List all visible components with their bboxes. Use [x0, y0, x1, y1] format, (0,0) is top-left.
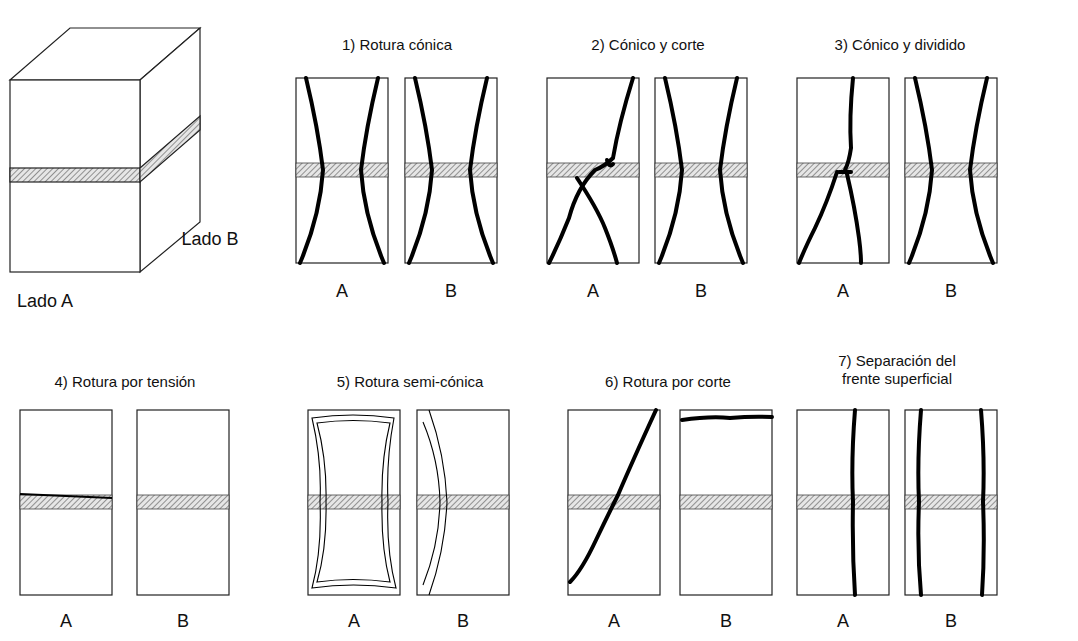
prism-7b [905, 410, 997, 595]
prism-7a [797, 410, 889, 595]
side-label: B [945, 281, 957, 303]
prism-2a [547, 78, 639, 263]
side-label: B [695, 281, 707, 303]
prism-4a [20, 410, 112, 595]
caption-label: 3) Cónico y dividido [835, 36, 966, 54]
side-label: B [457, 611, 469, 633]
side-label: A [837, 281, 849, 303]
caption-label: 6) Rotura por corte [605, 373, 731, 391]
prism-4b [137, 410, 229, 595]
side-label: Lado B [181, 229, 238, 251]
prism-3a [797, 78, 889, 263]
caption-label: 2) Cónico y corte [591, 36, 704, 54]
side-label: B [177, 611, 189, 633]
side-label: B [720, 611, 732, 633]
side-label: A [348, 611, 360, 633]
prism-5b [417, 410, 509, 595]
caption-label: 5) Rotura semi-cónica [337, 373, 484, 391]
prism-1b [405, 78, 497, 263]
side-label: A [587, 281, 599, 303]
prism-6b [680, 410, 772, 595]
prism-6a [568, 410, 660, 595]
side-label: A [837, 611, 849, 633]
prism-3d [10, 28, 200, 272]
prism-5a [308, 410, 400, 595]
side-label: A [608, 611, 620, 633]
caption-label: 1) Rotura cónica [342, 36, 452, 54]
side-label: A [336, 281, 348, 303]
side-label: Lado A [17, 291, 73, 313]
side-label: A [60, 611, 72, 633]
caption-label: 4) Rotura por tensión [55, 373, 196, 391]
prism-1a [296, 78, 388, 263]
caption-label: 7) Separación del frente superficial [822, 352, 972, 388]
side-label: B [445, 281, 457, 303]
prism-3b [905, 78, 997, 263]
prism-2b [655, 78, 747, 263]
side-label: B [945, 611, 957, 633]
